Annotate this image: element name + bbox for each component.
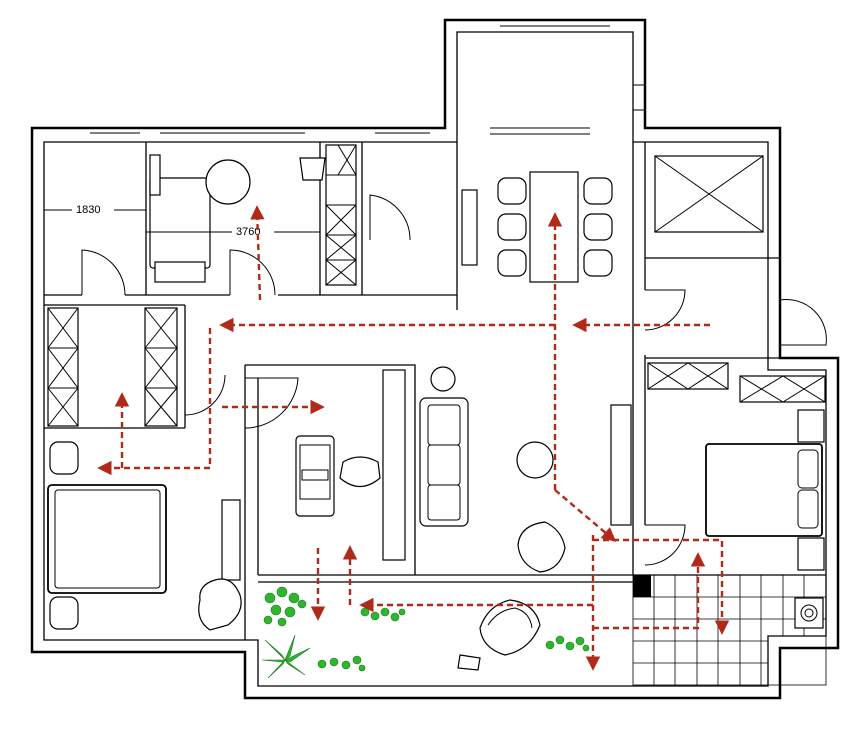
balcony-top — [490, 19, 646, 135]
plant-cluster-3-icon — [317, 655, 366, 672]
plants — [261, 586, 590, 679]
utility-box — [654, 155, 764, 233]
living-room-furniture — [419, 366, 632, 573]
study-furniture — [295, 369, 406, 561]
interior-walls — [44, 142, 826, 640]
dining-furniture — [461, 171, 613, 283]
doors — [81, 194, 827, 566]
circulation-routes — [97, 205, 730, 671]
plant-cluster-4-icon — [545, 635, 590, 652]
palm-plant-icon — [261, 634, 311, 679]
furniture-top-left — [149, 144, 357, 286]
dimension-length-label: 3760 — [236, 226, 260, 238]
dimension-lines: 1830 3760 — [43, 202, 320, 238]
plant-cluster-2-icon — [360, 607, 406, 622]
left-wardrobes — [47, 307, 178, 427]
left-bedroom-furniture — [47, 441, 242, 631]
plant-cluster-1-icon — [263, 586, 307, 627]
dimension-width-label: 1830 — [76, 204, 100, 216]
right-bedroom-furniture — [647, 362, 826, 571]
tiled-floor — [632, 574, 827, 686]
balcony-furniture — [457, 599, 541, 671]
